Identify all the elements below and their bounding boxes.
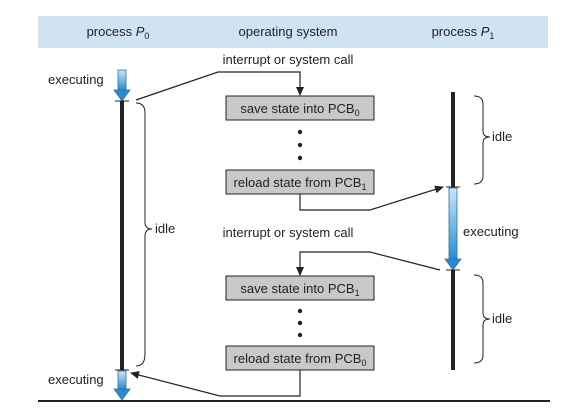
label-executing-p0-bottom: executing (48, 372, 104, 387)
p1-idle-brace-top (473, 95, 491, 185)
arrow-p0-to-save-pcb0 (135, 71, 304, 101)
svg-text:save state into PCB0: save state into PCB0 (240, 101, 359, 118)
box-reload-state-pcb0: reload state from PCB0 (225, 345, 375, 371)
label-executing-p0-top: executing (48, 72, 104, 87)
label-interrupt-top: interrupt or system call (223, 52, 354, 67)
box-save-state-pcb1: save state into PCB1 (225, 275, 375, 301)
label-executing-p1: executing (463, 224, 519, 239)
p0-exec-arrow-top (113, 69, 131, 102)
ellipsis-dots-top (297, 129, 303, 161)
ellipsis-dots-bottom (297, 308, 303, 338)
svg-text:save state into PCB1: save state into PCB1 (240, 281, 359, 298)
header-band (38, 16, 548, 48)
box-reload-state-pcb1: reload state from PCB1 (225, 169, 375, 195)
p0-idle-brace (135, 102, 153, 367)
header-operating-system: operating system (239, 24, 338, 39)
label-idle-p0: idle (155, 221, 175, 236)
p1-exec-arrow (444, 187, 462, 271)
label-idle-p1-top: idle (492, 129, 512, 144)
svg-text:reload state from PCB0: reload state from PCB0 (234, 351, 367, 368)
p0-exec-arrow-bottom (113, 370, 131, 401)
p1-idle-brace-bottom (473, 274, 491, 364)
arrow-reload-pcb1-to-p1 (299, 185, 444, 211)
label-idle-p1-bottom: idle (492, 311, 512, 326)
header-process-p1: process P1 (432, 24, 495, 41)
label-interrupt-bottom: interrupt or system call (223, 225, 354, 240)
svg-text:reload state from PCB1: reload state from PCB1 (234, 175, 367, 192)
box-save-state-pcb0: save state into PCB0 (225, 95, 375, 121)
header-process-p0: process P0 (87, 24, 150, 41)
arrow-reload-pcb0-to-p0 (130, 370, 301, 397)
arrow-p1-to-save-pcb1 (296, 251, 441, 276)
